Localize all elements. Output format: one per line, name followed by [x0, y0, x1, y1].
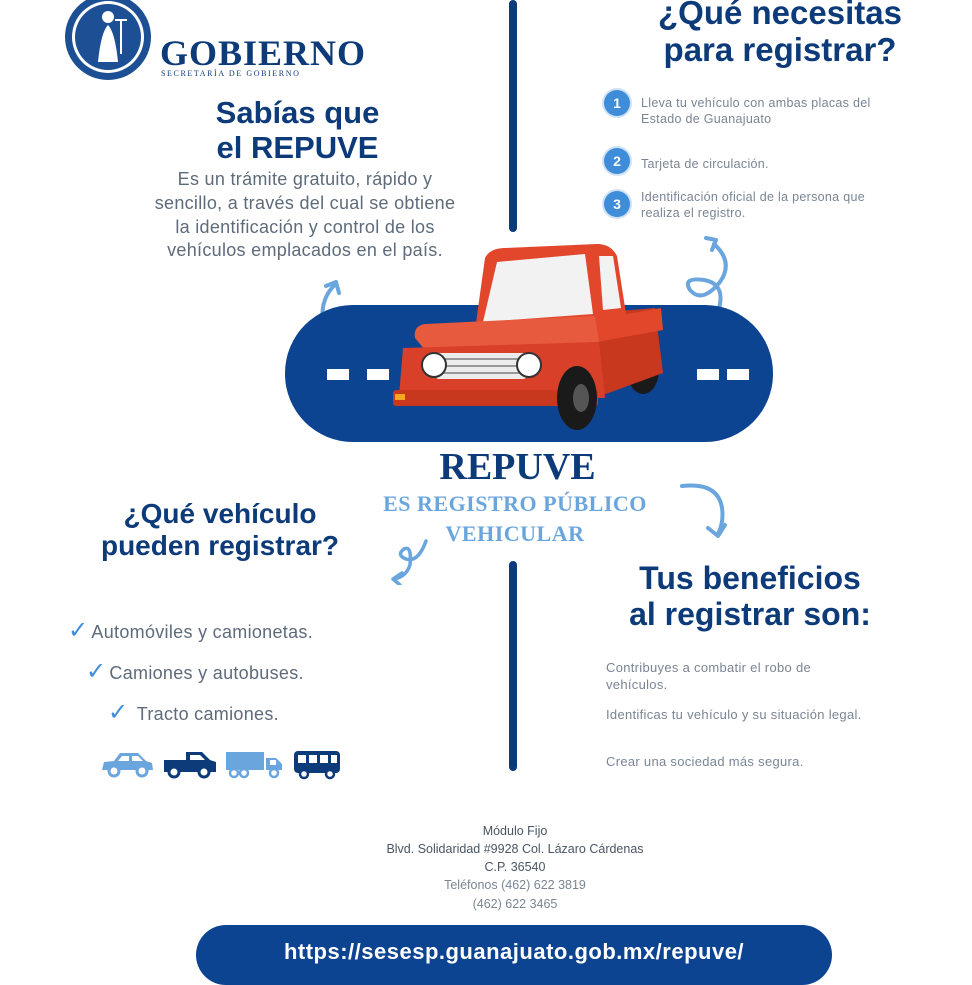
benefit-item: Identificas tu vehículo y su situación l…	[606, 707, 862, 722]
repuve-subtitle: ES REGISTRO PÚBLICO VEHICULAR	[360, 489, 670, 548]
necesitas-title-line2: para registrar?	[663, 31, 897, 69]
benefit-item: Crear una sociedad más segura.	[606, 754, 804, 769]
road-dash	[727, 369, 749, 380]
website-banner[interactable]: https://sesesp.guanajuato.gob.mx/repuve/	[196, 925, 832, 985]
necesitas-heading: ¿Qué necesitas para registrar?	[620, 0, 940, 69]
semi-truck-icon	[226, 752, 282, 779]
vehicle-type-label: Automóviles y camionetas.	[91, 622, 314, 642]
logo-subtitle: SECRETARÍA DE GOBIERNO	[161, 69, 301, 78]
beneficios-title-line2: al registrar son:	[629, 596, 871, 633]
government-seal-icon	[65, 0, 151, 80]
vehicle-type-label: Tracto camiones.	[136, 704, 279, 724]
checkmark-icon: ✓	[68, 617, 89, 644]
vehiculos-title-line1: ¿Qué vehículo	[123, 498, 317, 529]
vehiculos-title-line2: pueden registrar?	[100, 529, 340, 561]
address-module: Módulo Fijo	[482, 824, 548, 838]
requirement-item: 1 Lleva tu vehículo con ambas placas del…	[600, 90, 900, 142]
vehicle-type-item: ✓Automóviles y camionetas.	[68, 616, 313, 645]
bus-icon	[294, 751, 340, 780]
requirement-item: 2 Tarjeta de circulación.	[600, 148, 900, 178]
road-dash	[697, 369, 719, 380]
beneficios-title-line1: Tus beneficios	[639, 560, 861, 596]
requirement-item: 3 Identificación oficial de la persona q…	[600, 190, 900, 226]
red-car-illustration	[393, 244, 663, 430]
requirement-text: Identificación oficial de la persona que…	[641, 190, 865, 221]
address-postal-code: C.P. 36540	[484, 860, 546, 875]
car-icon	[102, 753, 153, 778]
repuve-title: REPUVE	[439, 446, 596, 488]
address-block: Módulo Fijo Blvd. Solidaridad #9928 Col.…	[340, 822, 690, 913]
pickup-truck-icon	[164, 752, 216, 779]
curved-arrow-icon	[680, 483, 727, 538]
sabias-title-line2: el REPUVE	[216, 130, 379, 166]
sabias-body: Es un trámite gratuito, rápido y sencill…	[154, 169, 456, 261]
step-number-badge: 1	[604, 90, 630, 116]
sabias-title-line1: Sabías que	[215, 95, 380, 130]
checkmark-icon: ✓	[108, 699, 129, 726]
divider-top	[509, 0, 517, 232]
benefit-item: Contribuyes a combatir el robo de vehícu…	[606, 660, 812, 692]
repuve-subtitle-line2: VEHICULAR	[445, 520, 585, 546]
sabias-heading: Sabías que el REPUVE	[170, 95, 425, 165]
step-number-badge: 2	[604, 148, 630, 174]
road-dash	[327, 369, 349, 380]
logo-wordmark: GOBIERNO	[160, 33, 367, 73]
divider-bottom	[509, 561, 517, 771]
vehicle-type-label: Camiones y autobuses.	[109, 663, 304, 683]
website-url-link[interactable]: https://sesesp.guanajuato.gob.mx/repuve/	[283, 939, 745, 964]
vehicle-type-item: ✓ Tracto camiones.	[108, 698, 279, 727]
checkmark-icon: ✓	[86, 658, 107, 685]
necesitas-title-line1: ¿Qué necesitas	[658, 0, 902, 31]
address-street: Blvd. Solidaridad #9928 Col. Lázaro Cárd…	[386, 842, 644, 857]
beneficios-heading: Tus beneficios al registrar son:	[600, 560, 900, 632]
requirement-text: Lleva tu vehículo con ambas placas del E…	[641, 96, 871, 127]
step-number-badge: 3	[604, 191, 630, 217]
vehicle-type-item: ✓Camiones y autobuses.	[86, 657, 304, 686]
requirement-text: Tarjeta de circulación.	[641, 157, 769, 171]
vehiculos-heading: ¿Qué vehículo pueden registrar?	[70, 498, 370, 561]
repuve-subtitle-line1: ES REGISTRO PÚBLICO	[383, 491, 647, 516]
address-phone-1: Teléfonos (462) 622 3819	[444, 878, 586, 893]
loop-arrow-icon	[391, 539, 428, 585]
road-dash	[367, 369, 389, 380]
address-phone-2: (462) 622 3465	[472, 896, 558, 911]
